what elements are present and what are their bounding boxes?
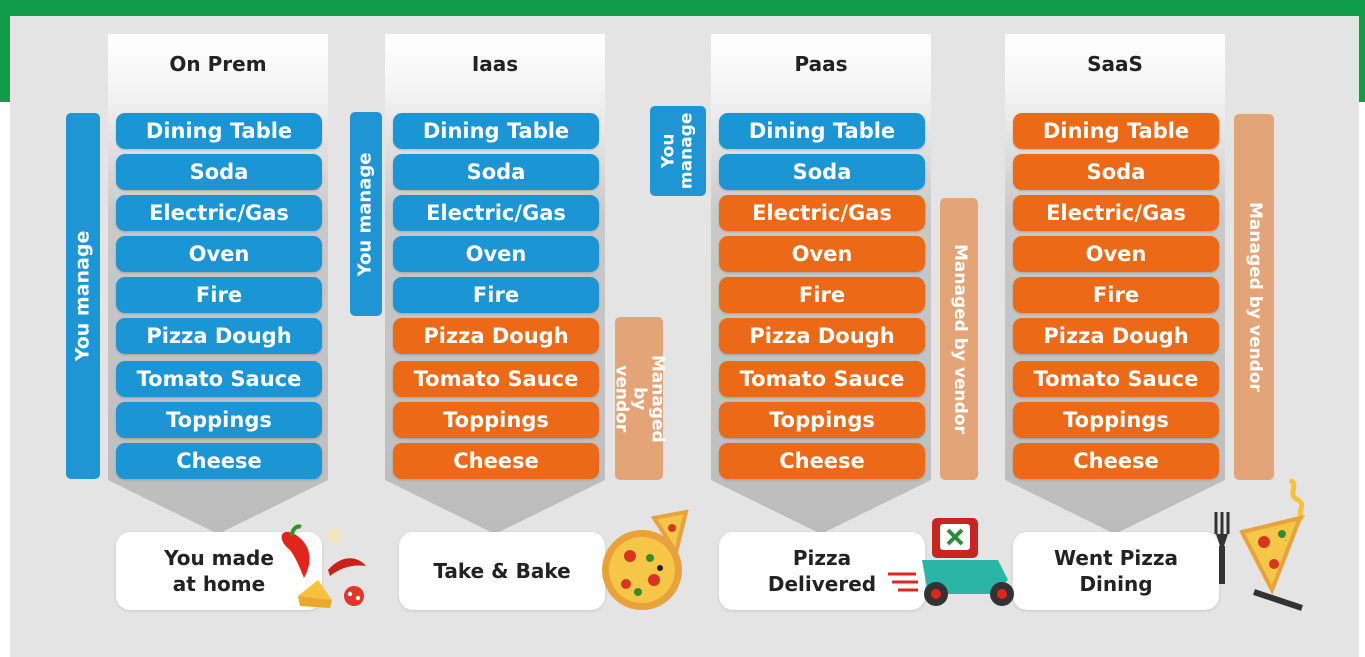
band-item: Tomato Sauce [116,361,322,397]
band-item: Cheese [719,443,925,479]
band-item: Dining Table [719,113,925,149]
band-item: Oven [393,236,599,272]
bar-label: Managed by vendor [949,244,970,434]
managed-by-vendor-bar: Managed by vendor [1234,114,1274,480]
bar-label: You manage [71,230,94,362]
column-title: Paas [794,52,848,76]
band-item: Toppings [393,402,599,438]
bar-label: Managed by vendor [612,354,668,443]
band-item: Tomato Sauce [1013,361,1219,397]
column-title: SaaS [1087,52,1143,76]
band-item: Fire [393,277,599,313]
column-title: Iaas [471,52,519,76]
outcome-box: Pizza Delivered [719,532,925,610]
column-paas: Paas Dining Table Soda Electric/Gas Oven… [711,34,931,534]
band-item: Oven [116,236,322,272]
chili-cheese-ingredients-icon [281,524,366,608]
band-item: Soda [116,154,322,190]
band-item: Fire [116,277,322,313]
you-manage-bar: You manage [66,113,100,479]
you-manage-bar: You manage [650,106,706,196]
band-item: Toppings [1013,402,1219,438]
column-title: On Prem [169,52,267,76]
band-item: Soda [393,154,599,190]
band-item: Soda [719,154,925,190]
band-item: Dining Table [116,113,322,149]
band-item: Pizza Dough [1013,318,1219,354]
band-item: Tomato Sauce [719,361,925,397]
column-iaas: Iaas Dining Table Soda Electric/Gas Oven… [385,34,605,534]
band-item: Cheese [1013,443,1219,479]
band-item: Dining Table [393,113,599,149]
managed-by-vendor-bar: Managed by vendor [612,317,668,480]
band-item: Electric/Gas [719,195,925,231]
band-item: Fire [1013,277,1219,313]
band-item: Soda [1013,154,1219,190]
pizza-icon [602,509,689,610]
bar-label: You manage [658,112,696,190]
you-manage-bar: You manage [350,112,382,316]
column-on-prem: On Prem Dining Table Soda Electric/Gas O… [108,34,328,534]
bar-label: Managed by vendor [1244,202,1265,392]
delivery-scooter-icon [888,518,1014,606]
band-item: Electric/Gas [1013,195,1219,231]
bar-label: You manage [354,152,376,276]
band-item: Cheese [116,443,322,479]
band-item: Tomato Sauce [393,361,599,397]
band-item: Toppings [116,402,322,438]
managed-by-vendor-bar: Managed by vendor [940,198,978,480]
band-item: Cheese [393,443,599,479]
pizza-slice-fork-icon [1214,477,1306,611]
band-item: Dining Table [1013,113,1219,149]
band-item: Oven [1013,236,1219,272]
band-item: Fire [719,277,925,313]
band-item: Pizza Dough [393,318,599,354]
band-item: Oven [719,236,925,272]
band-item: Electric/Gas [116,195,322,231]
band-item: Pizza Dough [719,318,925,354]
column-saas: SaaS Dining Table Soda Electric/Gas Oven… [1005,34,1225,534]
band-item: Electric/Gas [393,195,599,231]
outcome-box: Take & Bake [399,532,605,610]
outcome-box: Went Pizza Dining [1013,532,1219,610]
band-item: Pizza Dough [116,318,322,354]
band-item: Toppings [719,402,925,438]
